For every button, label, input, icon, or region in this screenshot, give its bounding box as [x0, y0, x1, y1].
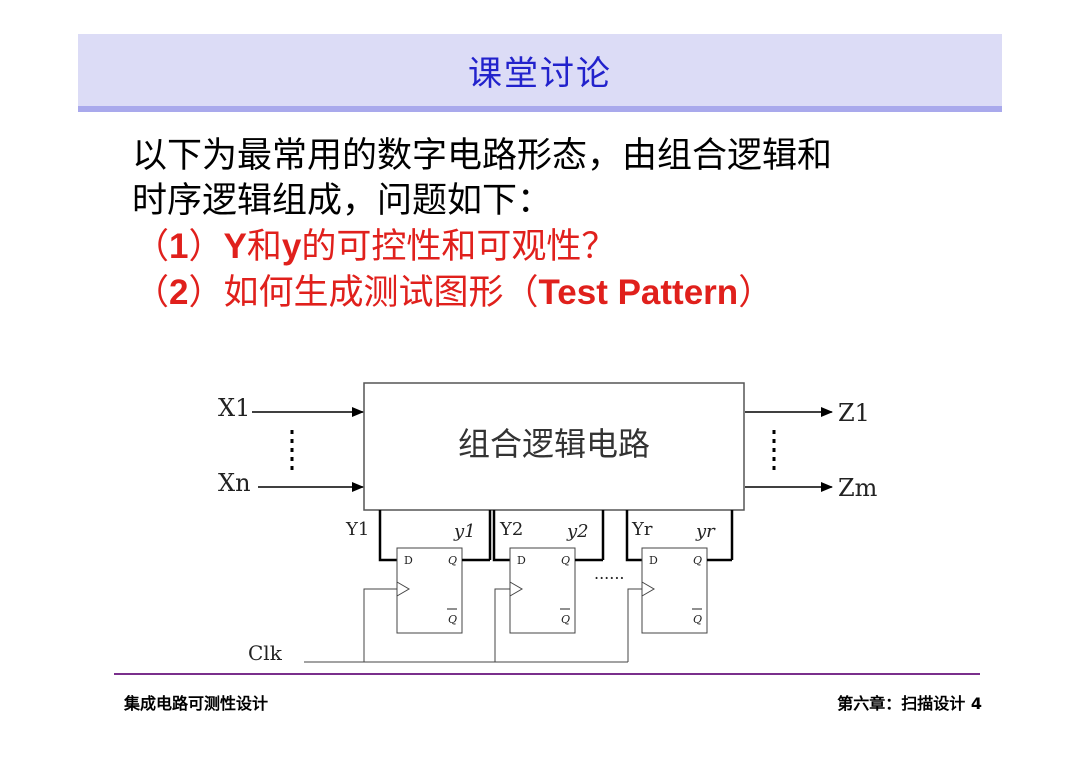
y2-out-label: y2 [566, 521, 589, 542]
feedback-wire-1 [378, 510, 492, 562]
register-ellipsis: ...... [594, 564, 625, 583]
q2-mid: ）如何生成测试图形（ [188, 273, 539, 313]
q1-close: ） [188, 227, 224, 267]
q2-num: 2 [169, 273, 189, 312]
y1-out-label: y1 [453, 521, 476, 542]
ff1-q: Q [448, 554, 457, 567]
output-z1-label: Z1 [838, 399, 870, 427]
flip-flop-2: D Q Q [509, 547, 576, 634]
q1-open: （ [134, 227, 170, 267]
q2-open: （ [134, 273, 170, 313]
footer-divider [114, 673, 980, 675]
flip-flop-1: D Q Q [396, 547, 463, 634]
title-bar: 课堂讨论 [78, 34, 1002, 112]
yr-label: Yr [631, 519, 653, 540]
question-2: （2）如何生成测试图形（Test Pattern） [134, 270, 992, 316]
combinational-logic-block [363, 382, 745, 511]
clk-branch-r [627, 588, 642, 662]
circuit-diagram: 组合逻辑电路 X1 Xn Z1 Zm Y1 y1 Y2 y2 Yr yr D Q… [218, 382, 878, 665]
flip-flop-r: D Q Q [641, 547, 708, 634]
ff2-q: Q [561, 554, 570, 567]
input-xn-label: Xn [218, 469, 251, 497]
q1-num: 1 [169, 227, 189, 266]
yr-out-label: yr [695, 521, 716, 542]
intro-line-2: 时序逻辑组成，问题如下： [132, 181, 553, 221]
ffr-d: D [649, 554, 658, 567]
ffr-q: Q [693, 554, 702, 567]
ff1-d: D [404, 554, 413, 567]
slide-title: 课堂讨论 [468, 53, 612, 94]
clk-branch-1 [363, 588, 397, 662]
output-zm-label: Zm [838, 474, 878, 502]
ff2-qbar: Q [561, 613, 570, 626]
feedback-wire-2 [492, 510, 605, 562]
y2-label: Y2 [499, 519, 523, 540]
ff2-d: D [517, 554, 526, 567]
question-1: （1）Y和y的可控性和可观性？ [134, 224, 992, 270]
block-label: 组合逻辑电路 [458, 425, 650, 463]
q1-and: 和 [246, 227, 282, 267]
q1-rest: 的可控性和可观性？ [301, 227, 617, 267]
ffr-qbar: Q [693, 613, 702, 626]
q1-y: y [281, 227, 302, 266]
title-underline [78, 106, 1002, 112]
q2-close: ） [738, 273, 774, 313]
clk-branch-2 [494, 588, 510, 662]
q2-test-pattern: Test Pattern [538, 273, 739, 312]
y1-label: Y1 [345, 519, 369, 540]
footer-course-title: 集成电路可测性设计 [124, 694, 269, 713]
clk-label: Clk [248, 641, 283, 665]
input-x1-label: X1 [218, 394, 250, 422]
slide-body: 以下为最常用的数字电路形态，由组合逻辑和 时序逻辑组成，问题如下： （1）Y和y… [132, 134, 992, 316]
q1-Y: Y [223, 227, 247, 266]
ff1-qbar: Q [448, 613, 457, 626]
footer-chapter-page: 第六章：扫描设计 4 [837, 694, 982, 713]
feedback-wire-r [625, 510, 734, 562]
intro-line-1: 以下为最常用的数字电路形态，由组合逻辑和 [132, 136, 833, 176]
